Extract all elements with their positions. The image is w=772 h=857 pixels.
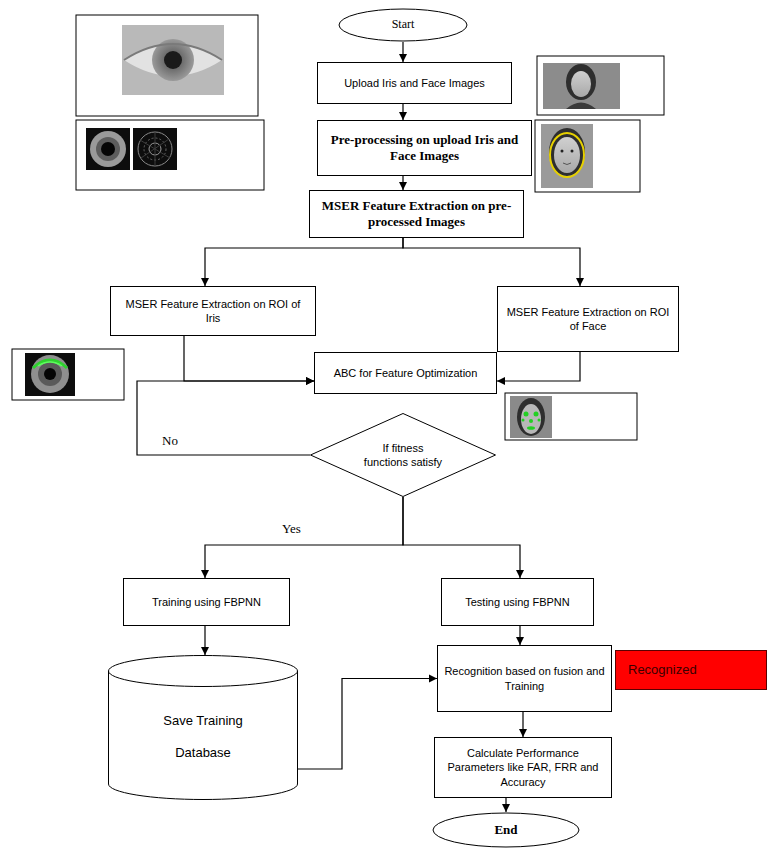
process-box: Testing using FBPNN bbox=[441, 578, 594, 626]
text-block: Testing using FBPNN bbox=[459, 591, 576, 613]
start-terminal: Start bbox=[338, 8, 468, 42]
database-cylinder: Save Training Database bbox=[108, 655, 298, 800]
flow-arrow bbox=[204, 626, 205, 655]
node-text: Training using FBPNN bbox=[152, 595, 261, 609]
end-terminal: End bbox=[432, 812, 580, 848]
flow-arrow bbox=[505, 798, 506, 812]
process-box: MSER Feature Extraction on ROI of Face bbox=[497, 286, 679, 352]
node-text: Upload Iris and Face Images bbox=[344, 76, 485, 90]
flow-arrow bbox=[497, 352, 580, 381]
node-text: MSER Feature Extraction on pre-processed… bbox=[316, 198, 517, 229]
iris-mser-photo bbox=[12, 349, 124, 400]
flow-arrow bbox=[402, 104, 403, 120]
face-detection-photo bbox=[535, 120, 640, 192]
text-block: Start bbox=[386, 13, 421, 37]
diamond-outline bbox=[310, 413, 496, 497]
flow-arrow bbox=[137, 381, 314, 455]
process-box: Upload Iris and Face Images bbox=[317, 62, 512, 104]
decision-diamond: If fitness functions satisfy bbox=[310, 413, 496, 497]
flow-arrow bbox=[402, 176, 403, 190]
node-text: Recognition based on fusion and Training bbox=[444, 664, 605, 693]
eye-photo bbox=[76, 15, 258, 116]
node-text: If fitness functions satisfy bbox=[359, 441, 447, 470]
flow-arrow bbox=[402, 42, 403, 62]
text-block: Recognized bbox=[616, 658, 703, 683]
flow-arrow bbox=[184, 336, 314, 381]
text-block: MSER Feature Extraction on ROI of Face bbox=[498, 301, 678, 338]
process-box: MSER Feature Extraction on ROI of Iris bbox=[110, 286, 316, 336]
face-photo bbox=[537, 56, 664, 115]
node-text: Calculate Performance Parameters like FA… bbox=[441, 746, 605, 789]
text-block: Training using FBPNN bbox=[146, 591, 267, 613]
edge-label: Yes bbox=[280, 521, 303, 537]
status-box: Recognized bbox=[615, 650, 767, 690]
flow-arrow bbox=[205, 497, 403, 578]
node-text: Testing using FBPNN bbox=[465, 595, 570, 609]
process-box: Calculate Performance Parameters like FA… bbox=[434, 737, 612, 798]
process-box: Training using FBPNN bbox=[123, 578, 290, 626]
node-text: Start bbox=[392, 17, 415, 33]
process-box: ABC for Feature Optimization bbox=[314, 352, 497, 394]
text-block: ABC for Feature Optimization bbox=[328, 362, 484, 384]
flow-arrow bbox=[522, 712, 523, 737]
text-block: Calculate Performance Parameters like FA… bbox=[435, 742, 611, 793]
face-mser-photo bbox=[505, 393, 637, 440]
text-block: Upload Iris and Face Images bbox=[338, 72, 491, 94]
process-box: Recognition based on fusion and Training bbox=[437, 645, 612, 712]
text-block: Save Training Database bbox=[145, 683, 261, 771]
flow-arrow bbox=[205, 238, 403, 286]
text-block: MSER Feature Extraction on ROI of Iris bbox=[111, 293, 315, 330]
text-block: End bbox=[488, 818, 523, 843]
flow-arrow bbox=[403, 238, 580, 286]
edge-label: No bbox=[160, 433, 180, 449]
flow-arrow bbox=[298, 679, 437, 770]
node-text: Recognized bbox=[628, 662, 697, 679]
node-text: MSER Feature Extraction on ROI of Face bbox=[504, 305, 672, 334]
flow-arrow bbox=[519, 626, 520, 645]
flow-arrow bbox=[403, 497, 520, 578]
text-block: If fitness functions satisfy bbox=[353, 437, 453, 474]
iris-segmentation-photos bbox=[76, 120, 264, 190]
node-text: Save Training Database bbox=[151, 705, 255, 767]
text-block: Pre-processing on upload Iris and Face I… bbox=[318, 128, 531, 167]
text-block: Recognition based on fusion and Training bbox=[438, 660, 611, 697]
process-box: MSER Feature Extraction on pre-processed… bbox=[309, 190, 524, 238]
text-block: MSER Feature Extraction on pre-processed… bbox=[310, 194, 523, 233]
node-text: End bbox=[494, 822, 517, 839]
node-text: ABC for Feature Optimization bbox=[334, 366, 478, 380]
node-text: MSER Feature Extraction on ROI of Iris bbox=[117, 297, 309, 326]
process-box: Pre-processing on upload Iris and Face I… bbox=[317, 120, 532, 176]
node-text: Pre-processing on upload Iris and Face I… bbox=[324, 132, 525, 163]
